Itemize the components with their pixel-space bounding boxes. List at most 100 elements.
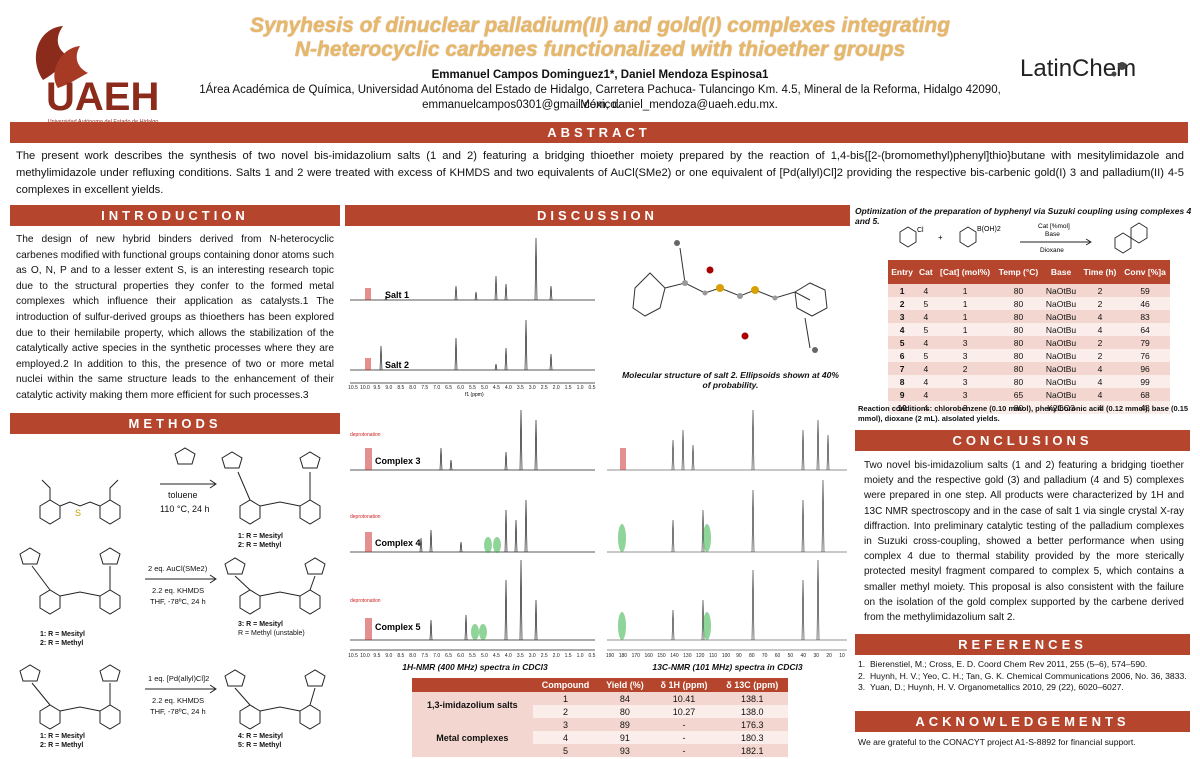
opt-table-cell: 3	[935, 336, 995, 349]
reference-item: 2. Huynh, H. V.; Yeo, C. H.; Tan, G. K. …	[858, 670, 1187, 681]
opt-table-cell: 4	[916, 336, 936, 349]
opt-table-cell: 5	[916, 297, 936, 310]
conclusions-text: Two novel bis-imidazolium salts (1 and 2…	[864, 460, 1184, 624]
opt-table-cell: 4	[1079, 323, 1121, 336]
svg-text:deprotonation: deprotonation	[350, 514, 381, 520]
axis-tick-label: 10.5	[348, 385, 358, 391]
opt-table-cell: 80	[994, 401, 1043, 414]
opt-table-cell: 6	[888, 349, 917, 362]
axis-tick-label: 3.5	[517, 385, 524, 391]
opt-table-cell: K2CO3	[1042, 401, 1080, 414]
axis-tick-label: 1.5	[565, 653, 572, 659]
table-cell: 180.3	[716, 731, 788, 744]
svg-text:2: R = Methyl: 2: R = Methyl	[40, 742, 83, 749]
poster-title-line1: Synyhesis of dinuclear palladium(II) and…	[249, 14, 951, 37]
axis-tick-label: 1.0	[577, 385, 584, 391]
opt-table-cell: 1	[935, 284, 995, 297]
spec-label-salt1: Salt 1	[385, 290, 409, 300]
opt-table-cell: 46	[1120, 297, 1170, 310]
authors: Emmanuel Campos Dominguez1*, Daniel Mend…	[431, 69, 769, 81]
opt-table-cell: 80	[994, 336, 1043, 349]
results-table: Compound Yield (%) δ 1H (ppm) δ 13C (ppm…	[412, 678, 788, 757]
opt-table-cell: 1	[888, 284, 917, 297]
opt-table-cell: NaOtBu	[1042, 323, 1080, 336]
axis-tick-label: 2.5	[541, 385, 548, 391]
opt-table-cell: 3	[935, 401, 995, 414]
axis-tick-label: 5.5	[469, 653, 476, 659]
axis-tick-label: 130	[683, 653, 692, 659]
opt-table-cell: 2	[1079, 336, 1121, 349]
c-nmr-caption: 13C-NMR (101 MHz) spectra in CDCl3	[652, 662, 803, 672]
ortep-structure-icon	[632, 240, 828, 353]
introduction-heading: INTRODUCTION	[10, 205, 340, 226]
spec-label-complex3: Complex 3	[375, 456, 421, 466]
opt-table-cell: 3	[935, 349, 995, 362]
opt-table-cell: 4	[1079, 375, 1121, 388]
opt-table-cell: 64	[1120, 323, 1170, 336]
axis-tick-label: 8.0	[409, 653, 416, 659]
opt-table-cell: 80	[994, 297, 1043, 310]
opt-header-cell: Cat	[916, 260, 936, 284]
svg-text:1: R = Mesityl: 1: R = Mesityl	[238, 533, 283, 540]
table-cell: 89	[598, 718, 652, 731]
axis-tick-label: 6.5	[445, 653, 452, 659]
reference-item: 1. Bierenstiel, M.; Cross, E. D. Coord C…	[858, 659, 1148, 669]
svg-text:f1 (ppm): f1 (ppm)	[465, 392, 484, 398]
suzuki-scheme: Cl B(OH)2 + Cat [%mol] Base Dioxane	[880, 218, 1180, 258]
table-cell: 84	[598, 692, 652, 705]
acknowledgements-heading: ACKNOWLEDGEMENTS	[855, 711, 1190, 732]
opt-table-cell: 2	[1079, 297, 1121, 310]
table-cell: 5	[532, 744, 599, 757]
table-cell: 91	[598, 731, 652, 744]
opt-table-cell: NaOtBu	[1042, 349, 1080, 362]
reference-item: 3. Yuan, D.; Huynh, H. V. Organometallic…	[858, 682, 1124, 692]
svg-text:UAEH: UAEH	[46, 75, 159, 118]
opt-table-cell: NaOtBu	[1042, 310, 1080, 323]
svg-text:2.2 eq. KHMDS: 2.2 eq. KHMDS	[152, 586, 204, 595]
axis-tick-label: 10.5	[348, 653, 358, 659]
uaeh-emblem-icon: UAEH	[35, 26, 159, 119]
svg-text:2.2 eq. KHMDS: 2.2 eq. KHMDS	[152, 696, 204, 705]
opt-table-cell: 80	[994, 310, 1043, 323]
svg-text:4: R = Mesityl: 4: R = Mesityl	[238, 733, 283, 740]
affiliation: 1Área Académica de Química, Universidad …	[199, 84, 1001, 111]
opt-table-cell: 4	[916, 375, 936, 388]
axis-tick-label: 2.5	[541, 653, 548, 659]
opt-table-cell: 8	[888, 375, 917, 388]
svg-text:toluene: toluene	[168, 490, 198, 500]
svg-text:1: R = Mesityl: 1: R = Mesityl	[40, 631, 85, 638]
opt-table-cell: 83	[1120, 310, 1170, 323]
axis-tick-label: 4.0	[505, 653, 512, 659]
opt-table-cell: 4	[916, 284, 936, 297]
axis-tick-label: 3.0	[529, 653, 536, 659]
axis-tick-label: 2.0	[553, 653, 560, 659]
references-heading: REFERENCES	[855, 634, 1190, 655]
logo-latinchem: LatinChem	[1018, 50, 1188, 84]
abstract-text: The present work describes the synthesis…	[16, 150, 1184, 197]
opt-table-cell: 59	[1120, 284, 1170, 297]
opt-table-cell: 80	[994, 284, 1043, 297]
opt-table-cell: 4	[1079, 362, 1121, 375]
axis-tick-label: 120	[696, 653, 705, 659]
axis-tick-label: 5.0	[481, 385, 488, 391]
discussion-heading: DISCUSSION	[345, 205, 850, 226]
opt-table-cell: 96	[1120, 362, 1170, 375]
opt-table-cell: 65	[994, 388, 1043, 401]
axis-tick-label: 6.5	[445, 385, 452, 391]
svg-text:R = Methyl (unstable): R = Methyl (unstable)	[238, 630, 305, 637]
opt-table-cell: 9	[888, 388, 917, 401]
axis-tick-label: 160	[644, 653, 653, 659]
table-group-cell: 1,3-imidazolium salts	[412, 692, 533, 718]
opt-table-cell: NaOtBu	[1042, 284, 1080, 297]
axis-tick-label: 170	[632, 653, 641, 659]
opt-table-cell: 4	[1079, 310, 1121, 323]
logo-uaeh: UAEH Universidad Autónoma del Estado de …	[18, 18, 188, 125]
spec-label-salt2: Salt 2	[385, 360, 409, 370]
nmr-h-complexes: deprotonation deprotonation deprotonatio…	[345, 400, 600, 662]
